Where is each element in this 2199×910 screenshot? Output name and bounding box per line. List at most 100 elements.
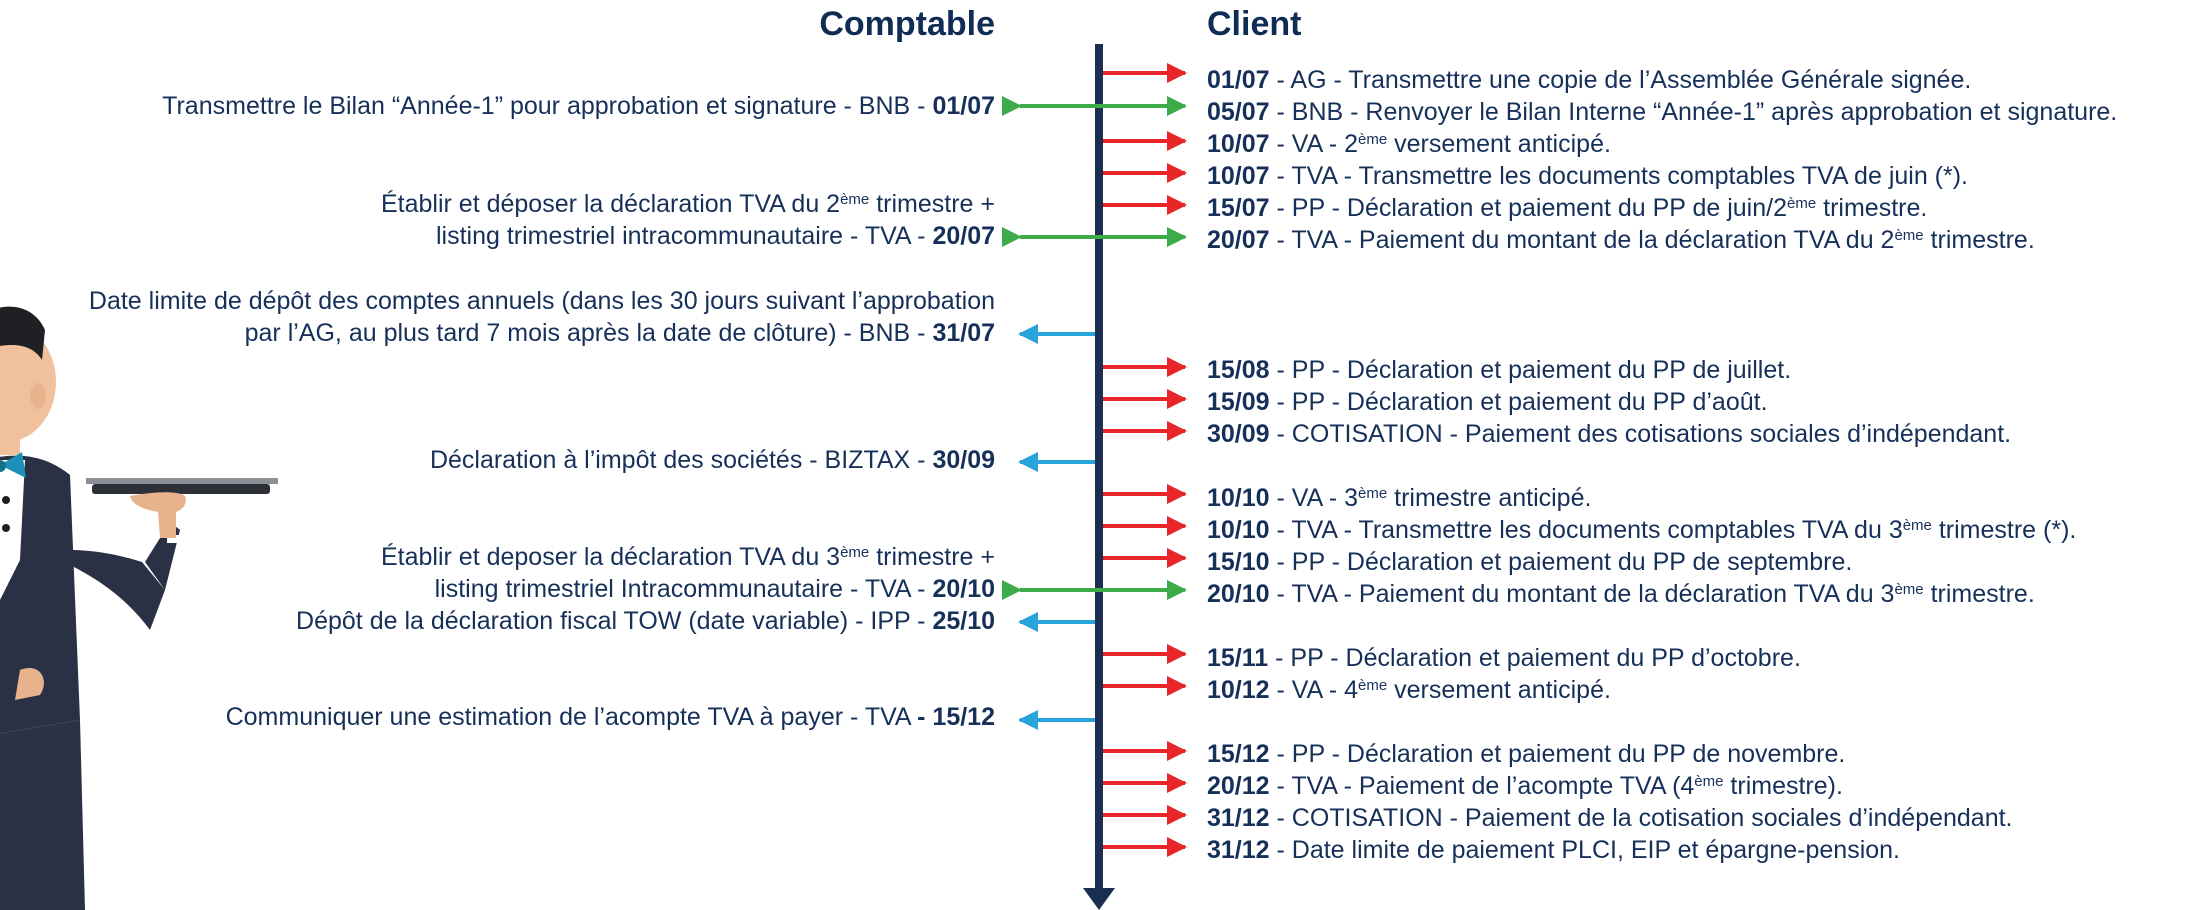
- client-item-sup: ème: [1694, 773, 1724, 790]
- client-item-text: - PP - Déclaration et paiement du PP de …: [1269, 194, 1788, 222]
- comptable-item-line: Établir et deposer la déclaration TVA du…: [381, 541, 995, 573]
- comptable-item-line: par l’AG, au plus tard 7 mois après la d…: [89, 317, 995, 349]
- client-item-text: - TVA - Paiement du montant de la déclar…: [1269, 226, 1895, 254]
- client-item-text: - PP - Déclaration et paiement du PP de …: [1269, 740, 1846, 768]
- client-item: 31/12 - Date limite de paiement PLCI, EI…: [1207, 834, 2117, 866]
- client-item-date: 31/12: [1207, 804, 1270, 832]
- comptable-item-line: Dépôt de la déclaration fiscal TOW (date…: [296, 605, 995, 637]
- comptable-item-line: Établir et déposer la déclaration TVA du…: [381, 188, 995, 220]
- client-item-text-end: versement anticipé.: [1387, 130, 1611, 158]
- comptable-item-line: listing trimestriel intracommunautaire -…: [381, 220, 995, 252]
- client-item-text: - VA - 4: [1269, 676, 1359, 704]
- client-item-text: - PP - Déclaration et paiement du PP d’o…: [1268, 644, 1801, 672]
- comptable-item-tow: Dépôt de la déclaration fiscal TOW (date…: [296, 605, 995, 637]
- comptable-item-bilan: Transmettre le Bilan “Année-1” pour appr…: [162, 90, 995, 122]
- client-task-list: 01/07 - AG - Transmettre une copie de l’…: [1207, 64, 2117, 866]
- comptable-item-date: 01/07: [932, 92, 995, 120]
- client-item-text: - COTISATION - Paiement de la cotisation…: [1269, 804, 2013, 832]
- comptable-item-date: 25/10: [932, 607, 995, 635]
- client-item-date: 20/12: [1207, 772, 1270, 800]
- client-item: 10/07 - TVA - Transmettre les documents …: [1207, 160, 2117, 192]
- comptable-item-text-end: trimestre +: [869, 543, 995, 571]
- client-item-date: 31/12: [1207, 836, 1270, 864]
- client-item-text: - PP - Déclaration et paiement du PP de …: [1269, 548, 1853, 576]
- client-item-sup: ème: [1894, 227, 1924, 244]
- client-item: 15/09 - PP - Déclaration et paiement du …: [1207, 386, 2117, 418]
- client-item-text: - TVA - Transmettre les documents compta…: [1269, 162, 1969, 190]
- client-item-date: 01/07: [1207, 66, 1270, 94]
- client-item-text-end: trimestre).: [1723, 772, 1843, 800]
- comptable-column-title: Comptable: [819, 5, 995, 43]
- client-item-text: - Date limite de paiement PLCI, EIP et é…: [1269, 836, 1901, 864]
- comptable-item-sup: ème: [840, 544, 870, 561]
- comptable-item-date: 20/10: [932, 575, 995, 603]
- client-item: 15/08 - PP - Déclaration et paiement du …: [1207, 354, 2117, 386]
- client-item-text-end: trimestre anticipé.: [1387, 484, 1592, 512]
- client-item-sup: ème: [1358, 131, 1388, 148]
- client-item-text: - BNB - Renvoyer le Bilan Interne “Année…: [1269, 98, 2118, 126]
- comptable-task-list: Transmettre le Bilan “Année-1” pour appr…: [162, 90, 995, 122]
- client-item: 05/07 - BNB - Renvoyer le Bilan Interne …: [1207, 96, 2117, 128]
- comptable-item-text: Établir et déposer la déclaration TVA du…: [380, 190, 841, 218]
- client-item-text: - AG - Transmettre une copie de l’Assemb…: [1269, 66, 1972, 94]
- client-item-text-end: trimestre.: [1923, 580, 2035, 608]
- client-item-date: 05/07: [1207, 98, 1270, 126]
- client-item-date: 20/10: [1207, 580, 1270, 608]
- client-item: 15/11 - PP - Déclaration et paiement du …: [1207, 642, 2117, 674]
- comptable-item-tva3: Établir et deposer la déclaration TVA du…: [381, 541, 995, 605]
- client-item-text-end: trimestre.: [1816, 194, 1928, 222]
- comptable-item-line: Communiquer une estimation de l’acompte …: [226, 701, 995, 733]
- client-item: 15/07 - PP - Déclaration et paiement du …: [1207, 192, 2117, 224]
- client-item-date: 15/10: [1207, 548, 1270, 576]
- client-item-date: 20/07: [1207, 226, 1270, 254]
- client-item-date: 30/09: [1207, 420, 1270, 448]
- client-item: 31/12 - COTISATION - Paiement de la coti…: [1207, 802, 2117, 834]
- client-item: 20/10 - TVA - Paiement du montant de la …: [1207, 578, 2117, 610]
- client-item-text-end: trimestre.: [1923, 226, 2035, 254]
- client-item-sup: ème: [1358, 677, 1388, 694]
- client-item: 20/12 - TVA - Paiement de l’acompte TVA …: [1207, 770, 2117, 802]
- comptable-item-biztax: Déclaration à l’impôt des sociétés - BIZ…: [430, 444, 995, 476]
- client-item: 15/10 - PP - Déclaration et paiement du …: [1207, 546, 2117, 578]
- client-item-sup: ème: [1787, 195, 1817, 212]
- client-item-date: 15/08: [1207, 356, 1270, 384]
- client-item-date: 10/10: [1207, 484, 1270, 512]
- client-item-date: 15/12: [1207, 740, 1270, 768]
- client-item: 30/09 - COTISATION - Paiement des cotisa…: [1207, 418, 2117, 450]
- client-item: 20/07 - TVA - Paiement du montant de la …: [1207, 224, 2117, 256]
- client-item-date: 15/09: [1207, 388, 1270, 416]
- comptable-item-acompte: Communiquer une estimation de l’acompte …: [226, 701, 995, 733]
- comptable-item-sup: ème: [840, 191, 870, 208]
- client-item: 10/10 - VA - 3ème trimestre anticipé.: [1207, 482, 2117, 514]
- comptable-item-depot: Date limite de dépôt des comptes annuels…: [89, 285, 995, 349]
- comptable-item-text: par l’AG, au plus tard 7 mois après la d…: [244, 319, 933, 347]
- comptable-item-date: 30/09: [932, 446, 995, 474]
- comptable-item-text: listing trimestriel intracommunautaire -…: [435, 222, 933, 250]
- client-item-text: - TVA - Paiement du montant de la déclar…: [1269, 580, 1895, 608]
- comptable-item-date: - 15/12: [917, 703, 995, 731]
- client-item-text-end: versement anticipé.: [1387, 676, 1611, 704]
- client-item-text: - COTISATION - Paiement des cotisations …: [1269, 420, 2012, 448]
- comptable-item-text: Déclaration à l’impôt des sociétés - BIZ…: [429, 446, 933, 474]
- client-item-sup: ème: [1894, 581, 1924, 598]
- client-item: 10/12 - VA - 4ème versement anticipé.: [1207, 674, 2117, 706]
- client-column-title: Client: [1207, 5, 1302, 43]
- client-item-date: 15/07: [1207, 194, 1270, 222]
- client-item-date: 10/12: [1207, 676, 1270, 704]
- client-item-text: - PP - Déclaration et paiement du PP d’a…: [1269, 388, 1768, 416]
- client-item: 01/07 - AG - Transmettre une copie de l’…: [1207, 64, 2117, 96]
- comptable-item-date: 20/07: [932, 222, 995, 250]
- waiter-illustration: [0, 306, 278, 910]
- client-item-date: 15/11: [1207, 644, 1269, 672]
- comptable-item-text: Transmettre le Bilan “Année-1” pour appr…: [162, 92, 933, 120]
- client-item-date: 10/07: [1207, 162, 1270, 190]
- comptable-item-line: Déclaration à l’impôt des sociétés - BIZ…: [430, 444, 995, 476]
- timeline-axis: [1095, 44, 1103, 891]
- comptable-item-line: listing trimestriel Intracommunautaire -…: [381, 573, 995, 605]
- client-item-date: 10/07: [1207, 130, 1270, 158]
- comptable-item-text-end: trimestre +: [869, 190, 995, 218]
- client-item-text: - TVA - Paiement de l’acompte TVA (4: [1269, 772, 1695, 800]
- client-item-date: 10/10: [1207, 516, 1270, 544]
- client-item: 15/12 - PP - Déclaration et paiement du …: [1207, 738, 2117, 770]
